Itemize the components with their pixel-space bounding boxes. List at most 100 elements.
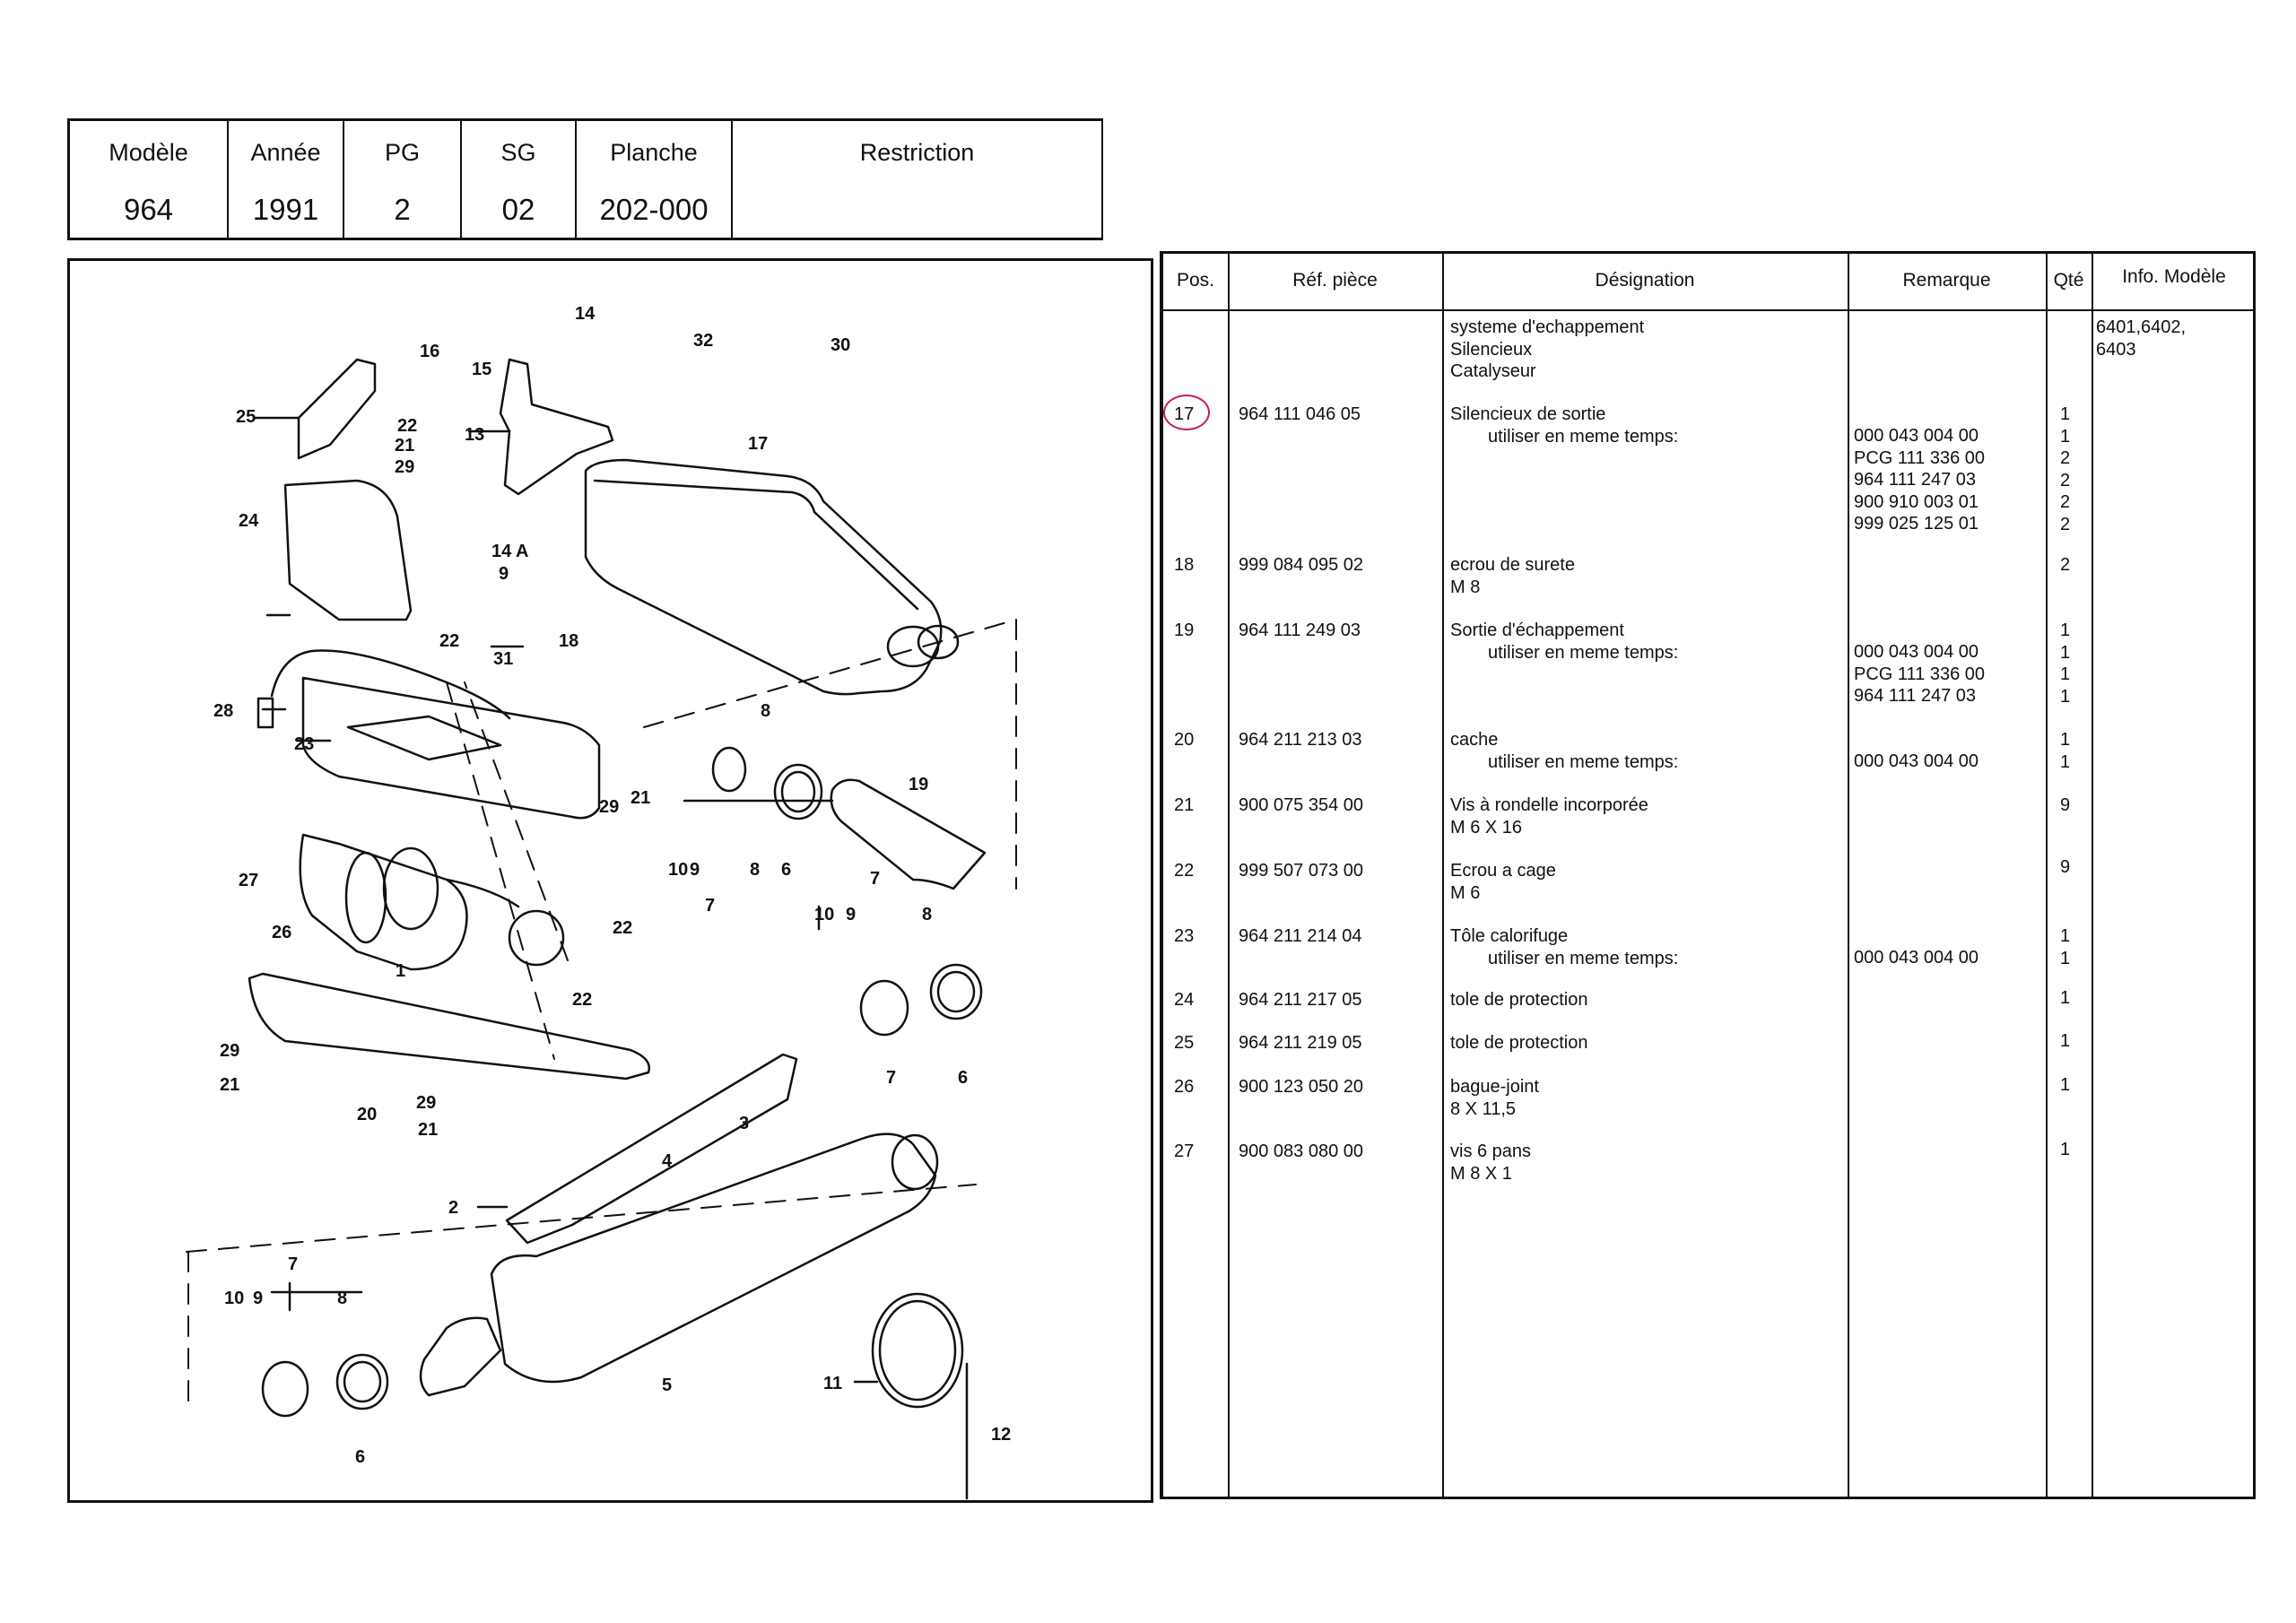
row-designation: cache utiliser en meme temps: [1450, 730, 1679, 772]
row-pos: 26 [1174, 1077, 1195, 1097]
col-header-pos: Pos. [1176, 270, 1215, 291]
callout-label: 10 [668, 860, 688, 880]
callout-label: 10 [224, 1289, 244, 1308]
row-ref: 964 211 213 03 [1239, 730, 1362, 750]
callout-label: 29 [416, 1093, 436, 1113]
callout-label: 22 [439, 631, 459, 651]
tab-part [297, 358, 377, 460]
callout-labels: 16 15 14 32 30 25 22 21 29 13 17 24 14 A… [213, 304, 1011, 1467]
row-pos: 17 [1174, 404, 1195, 424]
callout-label: 25 [236, 407, 256, 427]
header-modele-label: Modèle [109, 139, 188, 166]
bracket-part [499, 358, 614, 496]
intro-designation-line: systeme d'echappement [1450, 317, 1645, 337]
row-qte: 9 [2060, 795, 2071, 815]
row-remarque: 000 043 004 00 [1854, 948, 1979, 968]
row-designation: Silencieux de sortie utiliser en meme te… [1450, 404, 1679, 447]
callout-label: 3 [739, 1114, 749, 1133]
header-annee: Année 1991 [229, 121, 344, 238]
callout-label: 22 [572, 990, 592, 1010]
highlight-circle [1163, 395, 1210, 430]
header-planche-label: Planche [610, 139, 698, 166]
header-annee-label: Année [250, 139, 321, 166]
hanger-bracket-part [505, 1053, 798, 1245]
callout-label: 30 [831, 335, 850, 355]
callout-label: 15 [472, 360, 491, 379]
callout-label: 10 [814, 905, 834, 924]
row-pos: 18 [1174, 555, 1195, 575]
callout-label: 9 [499, 564, 509, 584]
header-modele-value: 964 [123, 193, 174, 226]
cover-plate-part [301, 676, 601, 820]
callout-label: 14 [575, 304, 596, 324]
row-pos: 19 [1174, 621, 1195, 640]
callout-label: 9 [253, 1289, 263, 1308]
callout-label: 29 [395, 457, 414, 477]
callout-label: 19 [909, 775, 928, 794]
callout-label: 7 [886, 1068, 896, 1088]
callout-label: 21 [220, 1075, 239, 1095]
row-pos: 21 [1174, 795, 1195, 815]
col-header-ref: Réf. pièce [1292, 270, 1378, 291]
col-header-info: Info. Modèle [2122, 266, 2226, 287]
callout-label: 8 [922, 905, 932, 924]
row-pos: 20 [1174, 730, 1195, 750]
row-ref: 900 123 050 20 [1239, 1077, 1364, 1097]
callout-label: 21 [395, 436, 414, 456]
sensor-cable-part [270, 649, 511, 720]
row-pos: 22 [1174, 861, 1195, 881]
row-pos: 25 [1174, 1033, 1195, 1053]
row-designation: tole de protection [1450, 1033, 1588, 1053]
callout-label: 16 [420, 342, 439, 361]
rear-silencer-part [584, 458, 943, 696]
header-sg-label: SG [500, 139, 536, 166]
callout-label: 18 [559, 631, 578, 651]
callout-label: 22 [397, 416, 417, 436]
intro-designation-line: Catalyseur [1450, 361, 1536, 381]
callout-label: 8 [750, 860, 760, 880]
callout-label: 9 [690, 860, 700, 880]
row-qte: 9 [2060, 857, 2071, 877]
intro-info-modele: 6401,6402, 6403 [2096, 317, 2186, 360]
row-designation: ecrou de surete M 8 [1450, 555, 1575, 597]
callout-label: 26 [272, 923, 291, 942]
exploded-parts-diagram: 16 15 14 32 30 25 22 21 29 13 17 24 14 A… [67, 258, 1153, 1503]
row-designation: Vis à rondelle incorporée M 6 X 16 [1450, 795, 1648, 838]
catalytic-converter-part [299, 833, 468, 971]
callout-label: 20 [357, 1105, 377, 1124]
header-modele: Modèle 964 [70, 121, 229, 238]
header-sg: SG 02 [462, 121, 577, 238]
intro-designation: systeme d'echappement Silencieux Catalys… [1450, 317, 1644, 383]
row-pos: 27 [1174, 1141, 1195, 1161]
callout-label: 7 [288, 1254, 298, 1274]
header-pg-value: 2 [394, 193, 411, 226]
col-header-designation: Désignation [1595, 270, 1695, 291]
callout-label: 9 [846, 905, 856, 924]
callout-label: 24 [239, 511, 259, 531]
callout-label: 7 [705, 896, 715, 916]
callout-label: 4 [662, 1151, 673, 1171]
row-ref: 964 211 219 05 [1239, 1033, 1362, 1053]
row-ref: 964 211 214 04 [1239, 926, 1362, 946]
callout-label: 21 [418, 1120, 438, 1140]
row-pos: 24 [1174, 990, 1195, 1010]
heat-shield-part [283, 479, 413, 621]
callout-label: 1 [396, 961, 405, 981]
callout-label: 8 [337, 1289, 347, 1308]
callout-label: 29 [220, 1041, 239, 1061]
callout-label: 21 [631, 788, 650, 808]
callout-label: 28 [213, 701, 233, 721]
callout-label: 22 [613, 918, 632, 938]
exhaust-system-drawing: 16 15 14 32 30 25 22 21 29 13 17 24 14 A… [186, 304, 1017, 1500]
callout-label: 6 [781, 860, 791, 880]
row-ref: 964 111 249 03 [1239, 621, 1361, 640]
row-remarque: 000 043 004 00 PCG 111 336 00 964 111 24… [1854, 426, 1986, 534]
row-pos: 23 [1174, 926, 1195, 946]
callout-label: 17 [748, 434, 768, 454]
header-planche: Planche 202-000 [577, 121, 733, 238]
parts-table: Pos. Réf. pièce Désignation Remarque Qté… [1160, 251, 2256, 1499]
callout-label: 2 [448, 1198, 458, 1218]
lower-shield-part [248, 972, 651, 1081]
row-qte: 1 [2060, 1075, 2071, 1095]
callout-label: 29 [599, 797, 619, 817]
